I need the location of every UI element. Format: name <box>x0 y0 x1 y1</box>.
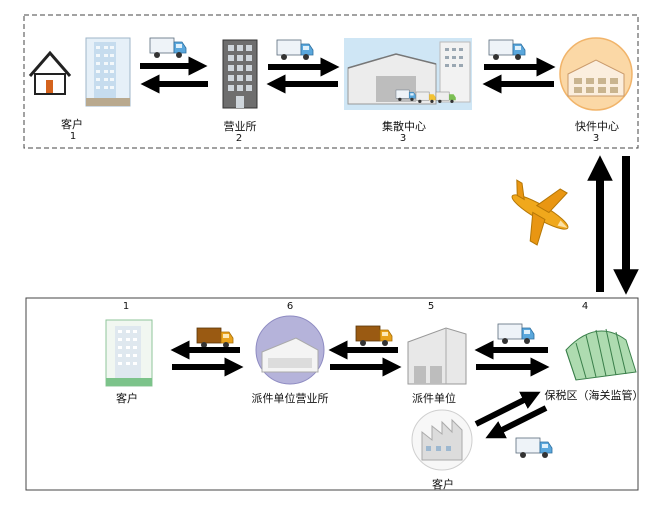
bonded-zone-warehouse-icon <box>565 328 637 381</box>
customer-factory-icon <box>411 409 473 471</box>
sales-office-number: 2 <box>235 133 243 144</box>
bottom-customer-number: 1 <box>122 301 130 312</box>
vertical-arrows <box>587 155 639 295</box>
delivery-sales-office-number: 6 <box>286 301 294 312</box>
top-arrows <box>140 56 556 94</box>
sales-office-label: 营业所 <box>223 120 257 133</box>
top-region-frame <box>23 14 639 149</box>
delivery-sales-office-label: 派件单位营业所 <box>251 392 329 405</box>
customer-building-icon <box>105 319 153 387</box>
house-icon <box>28 50 72 95</box>
bonded-zone-number: 4 <box>581 301 589 312</box>
distribution-center-number: 3 <box>399 133 407 144</box>
alt-customer-label: 客户 <box>432 478 454 491</box>
delivery-unit-number: 5 <box>427 301 435 312</box>
customer-building-icon <box>85 37 131 107</box>
delivery-sales-office-icon <box>255 315 325 385</box>
truck-icon <box>355 325 393 347</box>
express-center-number: 3 <box>592 133 600 144</box>
express-center-icon <box>559 37 633 111</box>
truck-icon <box>276 39 314 61</box>
truck-icon <box>196 327 234 349</box>
distribution-center-icon <box>344 38 472 110</box>
customer-label: 客户 <box>61 118 83 131</box>
truck-icon <box>488 39 526 61</box>
delivery-unit-building-icon <box>407 327 467 385</box>
truck-icon <box>515 437 553 459</box>
bottom-arrows <box>170 340 550 439</box>
sales-office-building-icon <box>222 39 258 109</box>
truck-icon <box>497 323 535 345</box>
bottom-customer-label: 客户 <box>116 392 138 405</box>
express-center-label: 快件中心 <box>575 120 619 133</box>
customer-number: 1 <box>69 131 77 142</box>
bonded-zone-label: 保税区（海关监管） <box>544 389 644 402</box>
distribution-center-label: 集散中心 <box>382 120 426 133</box>
truck-icon <box>149 37 187 59</box>
bottom-region-frame <box>25 297 639 491</box>
delivery-unit-label: 派件单位 <box>412 392 456 405</box>
airplane-icon <box>511 179 569 246</box>
